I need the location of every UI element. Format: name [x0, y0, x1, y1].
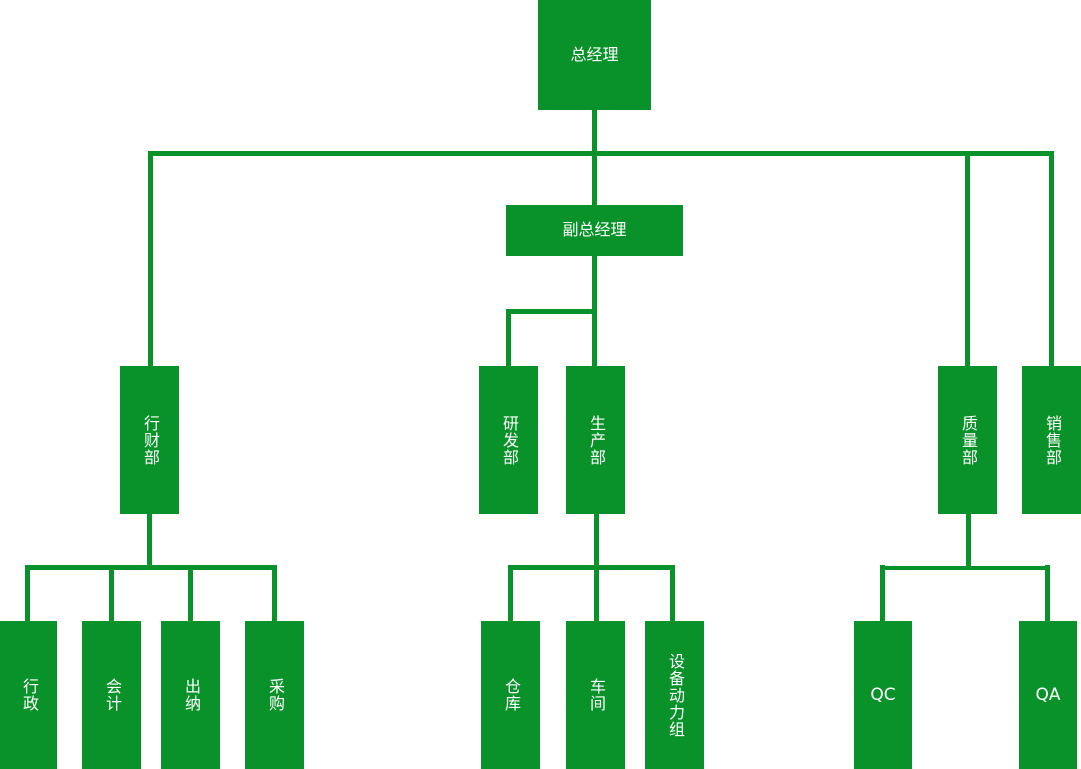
connector-admin-finance-to-cashier — [188, 565, 193, 621]
node-deputy-general-manager-label: 副总经理 — [562, 220, 627, 240]
connector-production-stem — [594, 514, 599, 567]
node-workshop[interactable]: 车间 — [566, 621, 625, 769]
connector-gm-to-sales — [1049, 151, 1054, 366]
node-purchasing-label: 采购 — [265, 678, 285, 712]
node-deputy-general-manager[interactable]: 副总经理 — [506, 205, 683, 256]
node-accounting-label: 会计 — [102, 678, 122, 712]
connector-admin-finance-bus — [25, 565, 277, 570]
node-quality-dept-label: 质量部 — [958, 414, 978, 466]
node-qc[interactable]: QC — [854, 621, 912, 769]
connector-admin-finance-to-accounting — [109, 565, 114, 621]
node-admin-finance-dept-label: 行财部 — [140, 414, 160, 466]
connector-quality-stem — [966, 514, 971, 567]
connector-quality-to-qa — [1045, 565, 1050, 621]
node-cashier-label: 出纳 — [181, 678, 201, 712]
connector-gm-stem — [592, 110, 597, 155]
node-qa-label: QA — [1035, 684, 1061, 705]
connector-production-to-warehouse — [508, 565, 513, 621]
connector-deputy-to-rd — [506, 309, 511, 366]
node-equipment-power-group[interactable]: 设备动力组 — [645, 621, 704, 769]
node-qc-label: QC — [870, 684, 896, 705]
node-warehouse[interactable]: 仓库 — [481, 621, 540, 769]
node-rd-dept-label: 研发部 — [499, 414, 519, 466]
node-general-manager[interactable]: 总经理 — [538, 0, 651, 110]
node-qa[interactable]: QA — [1019, 621, 1077, 769]
connector-deputy-bus — [506, 309, 597, 314]
connector-quality-to-qc — [880, 565, 885, 621]
connector-production-to-workshop — [594, 565, 599, 621]
node-workshop-label: 车间 — [586, 678, 606, 712]
node-quality-dept[interactable]: 质量部 — [938, 366, 997, 514]
node-production-dept[interactable]: 生产部 — [566, 366, 625, 514]
connector-gm-to-quality — [965, 151, 970, 366]
connector-admin-finance-to-purchasing — [272, 565, 277, 621]
connector-quality-bus — [880, 566, 1050, 570]
node-admin-finance-dept[interactable]: 行财部 — [120, 366, 179, 514]
connector-admin-finance-to-administration — [25, 565, 30, 621]
connector-gm-to-admin-finance — [148, 151, 153, 366]
node-rd-dept[interactable]: 研发部 — [479, 366, 538, 514]
connector-production-bus — [508, 565, 675, 570]
node-cashier[interactable]: 出纳 — [161, 621, 220, 769]
node-sales-dept[interactable]: 销售部 — [1022, 366, 1081, 514]
connector-admin-finance-stem — [147, 514, 152, 567]
node-administration-label: 行政 — [19, 678, 39, 712]
node-warehouse-label: 仓库 — [501, 678, 521, 712]
node-production-dept-label: 生产部 — [586, 414, 606, 466]
connector-gm-to-deputy — [592, 151, 597, 205]
connector-gm-bus — [149, 151, 1054, 156]
node-purchasing[interactable]: 采购 — [245, 621, 304, 769]
node-general-manager-label: 总经理 — [570, 44, 619, 64]
connector-production-to-equipment — [670, 565, 675, 621]
node-equipment-power-group-label: 设备动力组 — [665, 652, 685, 738]
node-accounting[interactable]: 会计 — [82, 621, 141, 769]
node-sales-dept-label: 销售部 — [1042, 414, 1062, 466]
node-administration[interactable]: 行政 — [0, 621, 57, 769]
